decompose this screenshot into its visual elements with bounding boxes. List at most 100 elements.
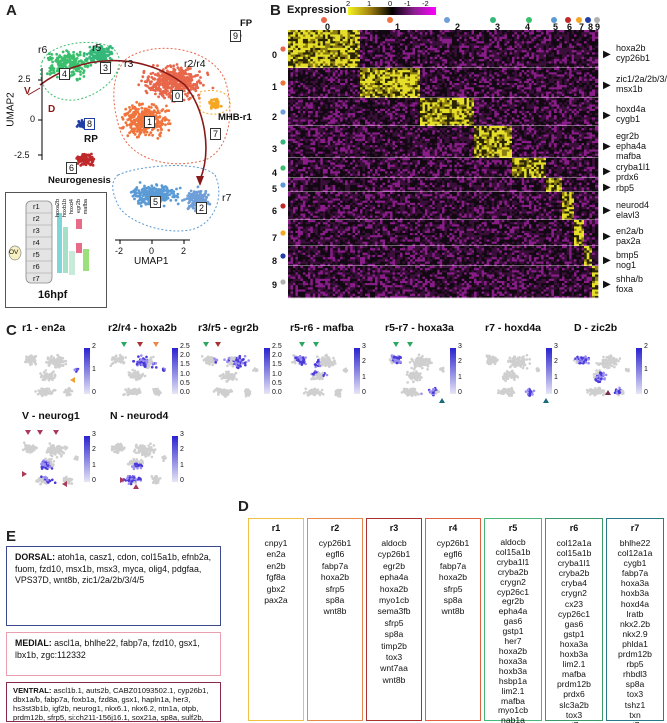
heatmap-cell xyxy=(392,87,396,90)
heatmap-cell xyxy=(509,72,513,75)
heatmap-cell xyxy=(533,52,537,55)
heatmap-cell xyxy=(405,91,408,94)
umap-point xyxy=(155,111,159,115)
heatmap-cell xyxy=(506,34,510,37)
heatmap-cell xyxy=(496,43,500,46)
heatmap-cell xyxy=(412,34,416,37)
heatmap-cell xyxy=(293,85,296,88)
heatmap-cell xyxy=(340,61,343,64)
umap-point xyxy=(73,67,77,70)
umap-point xyxy=(139,131,143,135)
heatmap-cell xyxy=(533,63,537,66)
heatmap-cell xyxy=(390,76,393,79)
heatmap-cell xyxy=(293,93,296,97)
heatmap-cell xyxy=(584,34,587,37)
heatmap-cell xyxy=(417,43,421,46)
heatmap-cell xyxy=(464,80,467,84)
heatmap-cell xyxy=(385,76,388,79)
heatmap-cell xyxy=(556,54,560,58)
heatmap-cell xyxy=(362,70,366,73)
heatmap-cell xyxy=(362,56,366,60)
heatmap-cell xyxy=(442,32,445,35)
umap-point xyxy=(91,163,95,167)
heatmap-cell xyxy=(365,34,368,37)
heatmap-cell xyxy=(317,72,321,75)
heatmap-cell xyxy=(556,34,560,37)
heatmap-cell xyxy=(377,43,381,46)
umap-point xyxy=(138,123,141,126)
heatmap-cell xyxy=(481,65,485,69)
heatmap-cell xyxy=(397,59,401,62)
umap-point xyxy=(50,71,54,75)
heatmap-cell xyxy=(437,59,440,62)
heatmap-cell xyxy=(340,52,343,55)
heatmap-cell xyxy=(332,89,336,92)
heatmap-cell xyxy=(476,45,480,49)
heatmap-cell xyxy=(412,45,416,49)
heatmap-cell xyxy=(350,34,353,37)
heatmap-cell xyxy=(340,85,343,88)
heatmap-cell xyxy=(377,72,381,75)
heatmap-cell xyxy=(395,68,398,71)
heatmap-cell xyxy=(536,63,539,66)
heatmap-cell xyxy=(355,65,358,69)
heatmap-cell xyxy=(340,89,343,92)
heatmap-cell xyxy=(397,89,401,92)
heatmap-cell xyxy=(342,38,346,42)
heatmap-cell xyxy=(327,32,331,35)
heatmap-cell xyxy=(290,38,294,42)
heatmap-cell xyxy=(357,91,361,94)
heatmap-cell xyxy=(417,54,421,58)
heatmap-cell xyxy=(569,63,572,66)
heatmap-cell xyxy=(372,68,376,71)
heatmap-cell xyxy=(392,47,396,51)
heatmap-cell xyxy=(390,50,393,53)
heatmap-cell xyxy=(474,61,477,64)
heatmap-cell xyxy=(442,43,445,46)
heatmap-cell xyxy=(317,43,321,46)
heatmap-cell xyxy=(332,30,336,33)
heatmap-cell xyxy=(407,47,411,51)
heatmap-cell xyxy=(377,83,381,86)
heatmap-cell xyxy=(310,43,314,46)
heatmap-cell xyxy=(447,30,450,33)
heatmap-cell xyxy=(330,95,333,99)
heatmap-cell xyxy=(447,68,450,71)
heatmap-cell xyxy=(325,43,328,46)
heatmap-cell xyxy=(370,41,373,44)
heatmap-cell xyxy=(559,34,563,37)
heatmap-cell xyxy=(466,36,470,40)
heatmap-cell xyxy=(350,41,353,44)
heatmap-cell xyxy=(302,34,306,37)
heatmap-cell xyxy=(424,80,428,84)
umap-point xyxy=(196,185,200,189)
heatmap-cell xyxy=(385,63,388,66)
heatmap-cell xyxy=(484,61,487,64)
heatmap-cell xyxy=(322,34,326,37)
heatmap-cell xyxy=(559,30,563,33)
heatmap-cell xyxy=(335,32,338,35)
umap-point xyxy=(169,81,173,84)
heatmap-cell xyxy=(372,56,376,60)
heatmap-cell xyxy=(434,95,438,99)
heatmap-cell xyxy=(420,63,423,66)
heatmap-cell xyxy=(476,59,480,62)
heatmap-cell xyxy=(469,59,472,62)
heatmap-cell xyxy=(548,41,552,44)
umap-point xyxy=(92,157,96,161)
heatmap-cell xyxy=(307,43,311,46)
heatmap-cell xyxy=(501,41,505,44)
heatmap-cell xyxy=(302,68,306,71)
heatmap-cell xyxy=(327,34,331,37)
heatmap-cell xyxy=(372,83,376,86)
heatmap-cell xyxy=(564,47,568,51)
heatmap-cell xyxy=(514,32,518,35)
heatmap-cell xyxy=(390,56,393,60)
heatmap-cell xyxy=(345,76,348,79)
heatmap-cell xyxy=(372,52,376,55)
heatmap-cell xyxy=(543,45,547,49)
heatmap-cell xyxy=(451,85,455,88)
heatmap-cell xyxy=(360,34,363,37)
heatmap-cell xyxy=(385,56,388,60)
heatmap-cell xyxy=(412,68,416,71)
